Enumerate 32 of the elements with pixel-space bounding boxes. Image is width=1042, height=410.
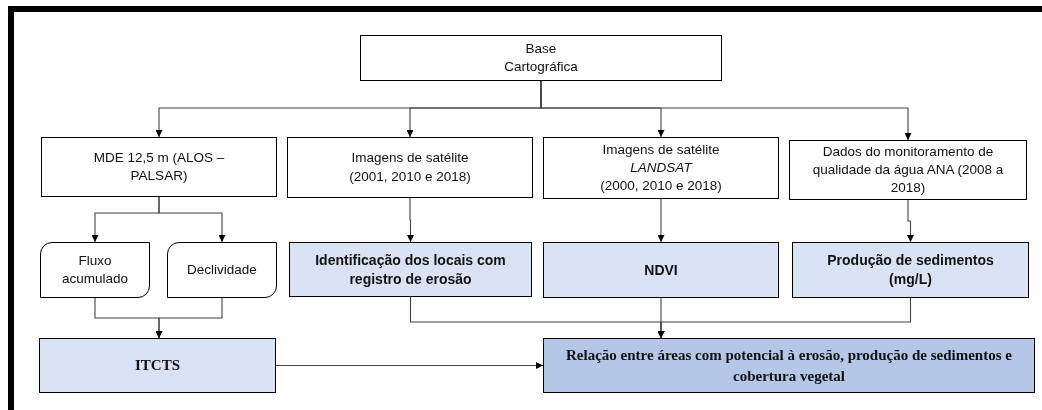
process-box (543, 137, 779, 199)
process-box (360, 35, 722, 81)
node-label: Fluxo acumulado (60, 251, 129, 288)
arrow (657, 297, 912, 339)
arrow (155, 297, 223, 339)
node-label: Relação entre áreas com potencial à erosão, produção de sedimentos e cobertura vegetal (565, 346, 1013, 386)
process-box (289, 242, 532, 297)
process-box (41, 137, 277, 197)
result-box (543, 338, 1035, 393)
arrow (540, 80, 912, 141)
arrow (407, 197, 414, 243)
arrow (907, 199, 914, 243)
process-box (287, 137, 533, 198)
arrow (158, 196, 226, 243)
arrow (275, 362, 544, 369)
process-box (789, 140, 1027, 200)
node-label: Imagens de satélite (2001, 2010 e 2018) (348, 149, 472, 186)
rounded-process-box (40, 242, 150, 298)
node-label: Base Cartográfica (503, 39, 579, 76)
arrow (657, 198, 665, 243)
node-label: ITCTS (134, 356, 181, 376)
process-box (39, 338, 276, 393)
rounded-process-box (167, 242, 277, 298)
node-label: Identificação dos locais com registro de erosão (314, 250, 507, 289)
node-label: Produção de sedimentos (mg/L) (826, 251, 995, 289)
node-label: Declividade (186, 260, 258, 279)
process-box (543, 242, 779, 298)
node-label: Dados do monitoramento de qualidade da água ANA (2008 a 2018) (811, 142, 1005, 198)
node-label: Imagens de satélite LANDSAT (2000, 2010 e 2018) (599, 140, 723, 196)
process-box (792, 242, 1029, 298)
node-label: MDE 12,5 m (ALOS – PALSAR) (92, 148, 226, 185)
node-label: NDVI (643, 260, 679, 280)
